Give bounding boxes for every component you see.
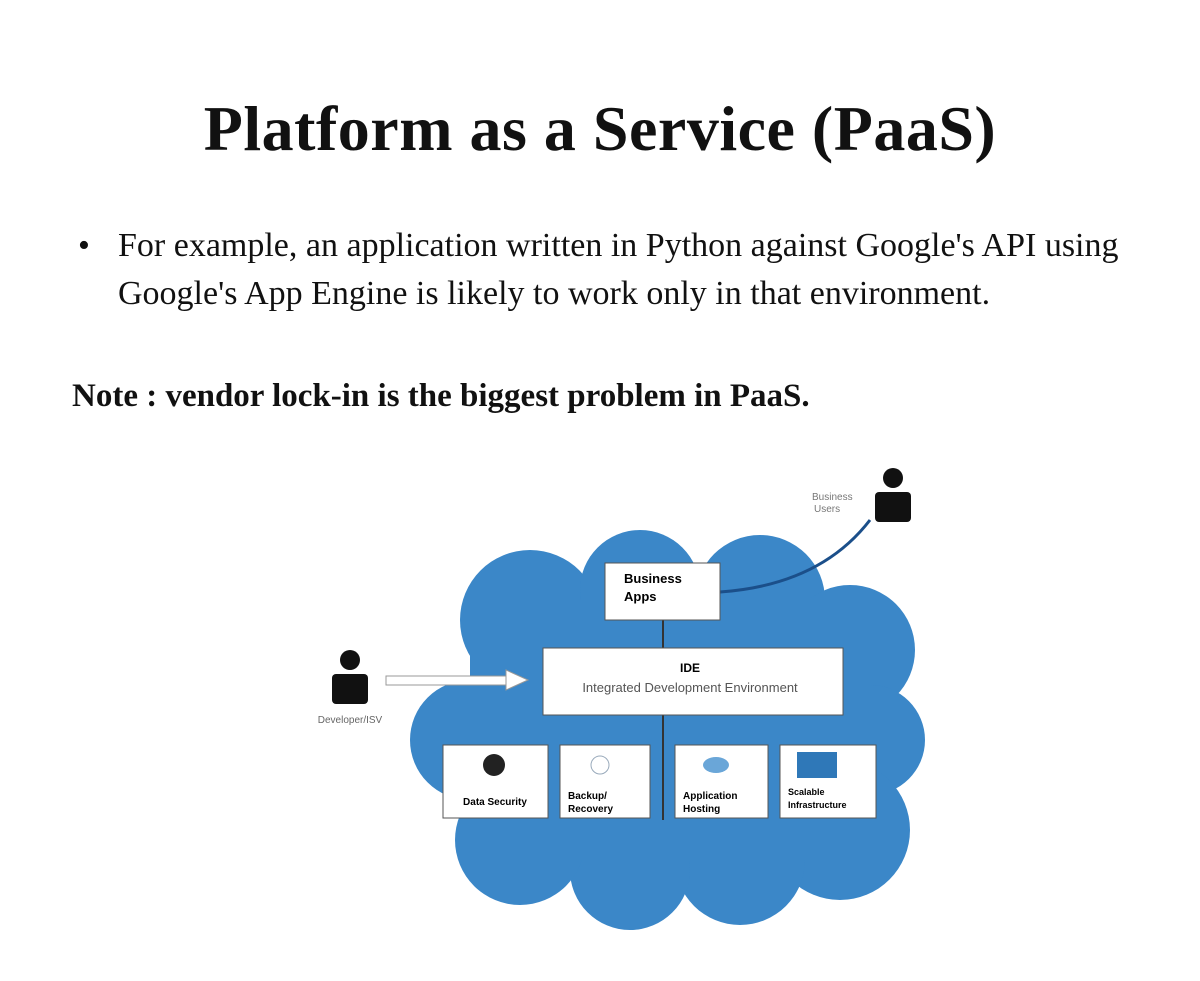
developer-icon [332,650,368,704]
service-data-security: Data Security [442,744,549,819]
note-text: Note : vendor lock-in is the biggest pro… [72,378,810,414]
business-users-label-2: Users [814,504,840,515]
developer-label: Developer/ISV [318,715,383,726]
backup-icon [590,755,610,775]
business-users-label: Business [812,492,853,503]
business-user-icon [875,468,911,522]
service-label: Application [683,791,737,802]
slide-title: Platform as a Service (PaaS) [203,93,997,164]
service-scalable-infrastructure: Scalable Infrastructure [779,744,877,819]
hosting-icon [703,757,729,773]
lock-icon [483,754,505,776]
business-apps-label: Business [624,571,682,586]
developer-arrow [385,669,530,691]
bullet-text: For example, an application written in P… [118,227,1119,312]
service-label-2: Recovery [568,804,613,815]
business-apps-box [604,562,721,621]
service-label-2: Infrastructure [788,800,847,810]
infrastructure-icon [797,752,837,778]
service-label: Backup/ [568,791,607,802]
ide-box [542,647,844,716]
service-label: Scalable [788,787,825,797]
service-label-2: Hosting [683,804,720,815]
service-backup-recovery: Backup/ Recovery [559,744,651,819]
bullet-marker: • [78,227,90,264]
business-apps-label-2: Apps [624,589,657,604]
ide-subtitle: Integrated Development Environment [582,680,798,695]
service-application-hosting: Application Hosting [674,744,769,819]
ide-title: IDE [680,661,700,675]
service-label: Data Security [463,797,527,808]
